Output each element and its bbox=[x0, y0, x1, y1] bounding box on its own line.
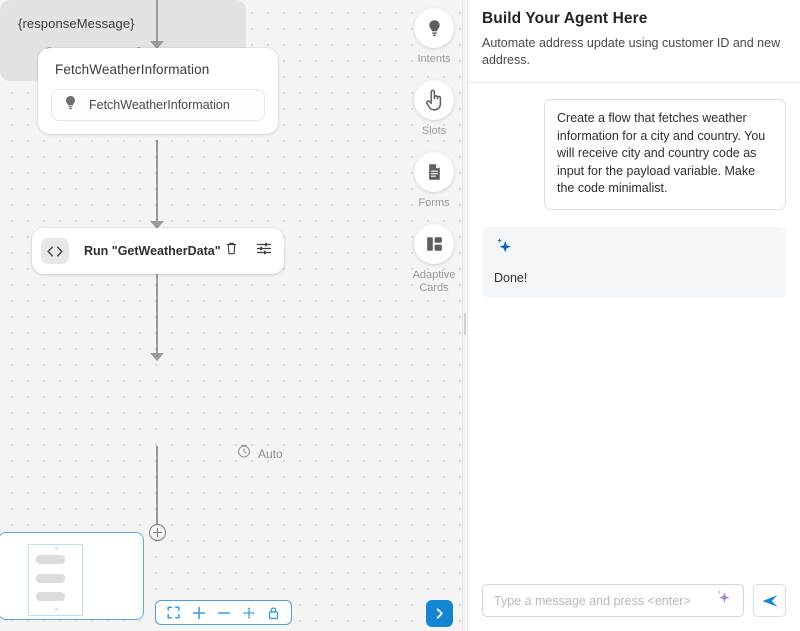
tool-item-intents-label: Intents bbox=[417, 53, 451, 65]
panel-splitter[interactable] bbox=[462, 0, 466, 631]
lightbulb-icon bbox=[414, 8, 454, 48]
message-input[interactable] bbox=[494, 593, 714, 608]
tool-item-intents[interactable]: Intents bbox=[405, 8, 463, 66]
zoom-toolbar bbox=[155, 600, 292, 625]
minimap-node bbox=[36, 574, 65, 583]
next-button[interactable] bbox=[426, 600, 453, 627]
splitter-grip-icon bbox=[464, 313, 466, 335]
chat-message-user: Create a flow that fetches weather infor… bbox=[544, 99, 786, 210]
tool-item-forms[interactable]: Forms bbox=[405, 152, 463, 210]
minimap-node-dot bbox=[55, 547, 58, 550]
timer-icon bbox=[237, 444, 251, 463]
edge-arrow-icon bbox=[150, 221, 164, 229]
message-input-wrapper[interactable] bbox=[482, 584, 744, 617]
send-paper-plane-icon bbox=[762, 594, 777, 607]
panel-subtitle: Automate address update using customer I… bbox=[482, 36, 781, 67]
node-response-title: {responseMessage} bbox=[18, 16, 135, 31]
node-intent-title: FetchWeatherInformation bbox=[55, 62, 210, 77]
send-button[interactable] bbox=[753, 584, 786, 617]
auto-tag[interactable]: Auto bbox=[237, 444, 283, 463]
agent-panel: Build Your Agent Here Automate address u… bbox=[467, 0, 800, 631]
flow-edge-2 bbox=[150, 274, 164, 361]
zoom-in-button[interactable] bbox=[186, 601, 211, 624]
tool-item-adaptive-cards-label: Adaptive Cards bbox=[412, 269, 456, 294]
minimap[interactable] bbox=[0, 532, 144, 620]
settings-sliders-icon[interactable] bbox=[256, 241, 272, 261]
flow-canvas[interactable]: FetchWeatherInformation FetchWeatherInfo… bbox=[0, 0, 466, 631]
node-run-code[interactable]: Run "GetWeatherData" bbox=[32, 228, 284, 274]
lightbulb-icon bbox=[64, 95, 77, 115]
tool-item-adaptive-cards[interactable]: Adaptive Cards bbox=[405, 224, 463, 295]
sparkle-icon[interactable] bbox=[714, 589, 734, 612]
minimap-node-dot bbox=[55, 608, 58, 611]
sparkle-icon bbox=[494, 237, 516, 261]
chat-composer bbox=[468, 584, 800, 631]
minimap-node bbox=[36, 592, 65, 601]
page-title: Build Your Agent Here bbox=[482, 10, 648, 27]
chevron-right-icon bbox=[436, 608, 443, 619]
tool-item-forms-label: Forms bbox=[418, 197, 450, 209]
flow-edge-3 bbox=[156, 446, 158, 532]
code-brackets-icon bbox=[41, 238, 69, 264]
chat-message-assistant: Done! bbox=[482, 226, 786, 298]
minimap-node bbox=[36, 555, 65, 564]
zoom-out-button[interactable] bbox=[211, 601, 236, 624]
auto-tag-label: Auto bbox=[258, 446, 283, 461]
pointing-hand-icon bbox=[414, 80, 454, 120]
tool-rail: Intents Slots Forms bbox=[405, 0, 463, 631]
tool-item-slots-label: Slots bbox=[421, 125, 447, 137]
tool-item-slots[interactable]: Slots bbox=[405, 80, 463, 138]
pan-button[interactable] bbox=[236, 601, 261, 624]
add-node-button[interactable] bbox=[149, 524, 166, 541]
intent-pill[interactable]: FetchWeatherInformation bbox=[51, 89, 265, 121]
flow-edge-1 bbox=[150, 140, 164, 229]
document-icon bbox=[414, 152, 454, 192]
layout-cards-icon bbox=[414, 224, 454, 264]
panel-header: Build Your Agent Here Automate address u… bbox=[468, 0, 800, 83]
chat-message-assistant-text: Done! bbox=[494, 270, 528, 285]
lock-button[interactable] bbox=[261, 601, 286, 624]
node-run-label: Run "GetWeatherData" bbox=[84, 244, 221, 258]
edge-arrow-icon bbox=[150, 353, 164, 361]
fit-view-button[interactable] bbox=[161, 601, 186, 624]
node-run-actions bbox=[225, 241, 272, 261]
chat-thread: Create a flow that fetches weather infor… bbox=[468, 83, 800, 584]
intent-pill-label: FetchWeatherInformation bbox=[89, 98, 230, 112]
flow-edge-top bbox=[150, 0, 164, 49]
edge-arrow-icon bbox=[150, 41, 164, 49]
delete-icon[interactable] bbox=[225, 241, 238, 261]
node-intent[interactable]: FetchWeatherInformation FetchWeatherInfo… bbox=[38, 48, 278, 134]
minimap-viewport bbox=[28, 544, 83, 616]
